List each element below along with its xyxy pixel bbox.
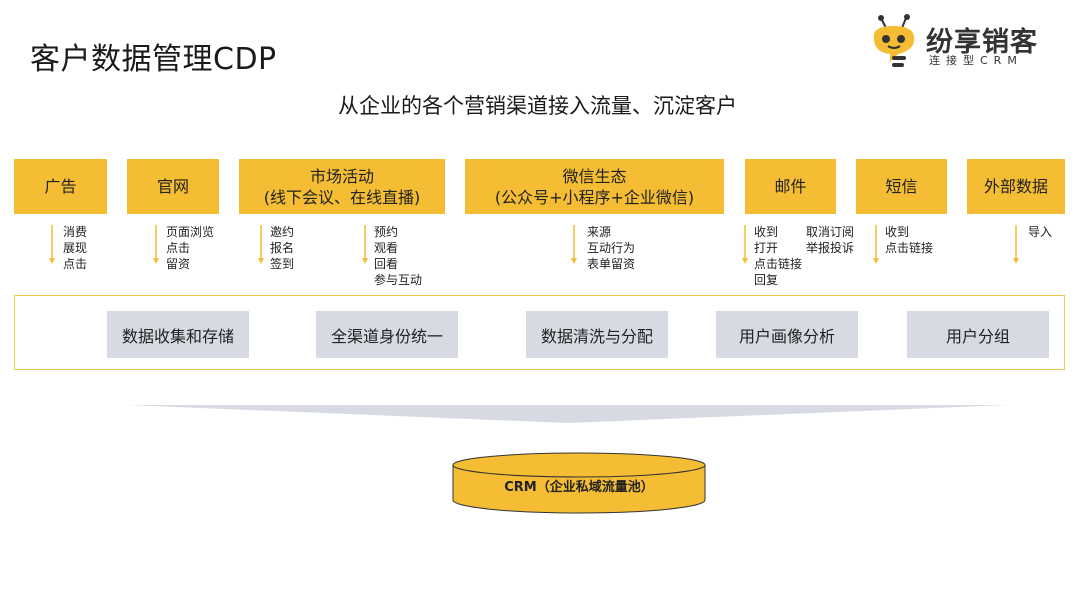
robot-mascot-icon (873, 14, 915, 67)
event-list: 来源 互动行为 表单留资 (587, 225, 636, 271)
channel-email: 邮件 (745, 159, 836, 214)
channel-label: 邮件 (774, 177, 807, 196)
process-label: 用户画像分析 (738, 326, 835, 346)
process-label: 数据清洗与分配 (540, 326, 653, 346)
logo: 纷享销客 连接型CRM (868, 12, 1068, 72)
process-label: 全渠道身份统一 (330, 326, 443, 346)
channel-marketing-events: 市场活动 (线下会议、在线直播) (239, 159, 445, 214)
process-box: 数据清洗与分配 (526, 311, 668, 358)
process-label: 用户分组 (945, 326, 1010, 346)
arrow-down-icon (571, 225, 577, 264)
event-list: 收到 点击链接 (885, 225, 934, 255)
process-box: 用户分组 (907, 311, 1049, 358)
event-list: 取消订阅 举报投诉 (806, 225, 855, 255)
funnel-arrow (128, 405, 1008, 423)
channel-label: 短信 (885, 177, 918, 196)
event-list: 页面浏览 点击 留资 (166, 225, 215, 271)
event-list: 消费 展现 点击 (63, 225, 88, 271)
channel-label: 外部数据 (983, 177, 1048, 196)
arrow-down-icon (258, 225, 264, 264)
channel-wechat: 微信生态 (公众号+小程序+企业微信) (465, 159, 724, 214)
event-list: 收到 打开 点击链接 回复 (754, 225, 803, 287)
arrow-down-icon (49, 225, 55, 264)
channel-website: 官网 (127, 159, 219, 214)
process-label: 数据收集和存储 (121, 326, 234, 346)
arrow-down-icon (153, 225, 159, 264)
arrow-down-icon (1013, 225, 1019, 264)
channel-label: 广告 (44, 177, 77, 196)
channel-label: 市场活动 (线下会议、在线直播) (263, 166, 421, 207)
arrow-down-icon (873, 225, 879, 264)
channel-sms: 短信 (856, 159, 947, 214)
page-subtitle: 从企业的各个营销渠道接入流量、沉淀客户 (338, 94, 737, 118)
logo-name: 纷享销客 (926, 27, 1038, 58)
channel-label: 微信生态 (公众号+小程序+企业微信) (494, 166, 695, 207)
crm-database-icon (452, 452, 706, 514)
arrow-down-icon (742, 225, 748, 264)
arrow-down-icon (362, 225, 368, 264)
process-box: 数据收集和存储 (107, 311, 249, 358)
process-box: 用户画像分析 (716, 311, 858, 358)
event-list: 导入 (1028, 225, 1053, 239)
event-list: 预约 观看 回看 参与互动 (374, 225, 423, 287)
channel-ads: 广告 (14, 159, 107, 214)
processing-band (14, 295, 1065, 370)
process-box: 全渠道身份统一 (316, 311, 458, 358)
channel-label: 官网 (156, 177, 189, 196)
channel-external-data: 外部数据 (967, 159, 1065, 214)
crm-label: CRM（企业私域流量池） (504, 480, 654, 495)
logo-tagline: 连接型CRM (929, 54, 1023, 67)
page-title: 客户数据管理CDP (30, 42, 277, 77)
event-list: 邀约 报名 签到 (270, 225, 295, 271)
